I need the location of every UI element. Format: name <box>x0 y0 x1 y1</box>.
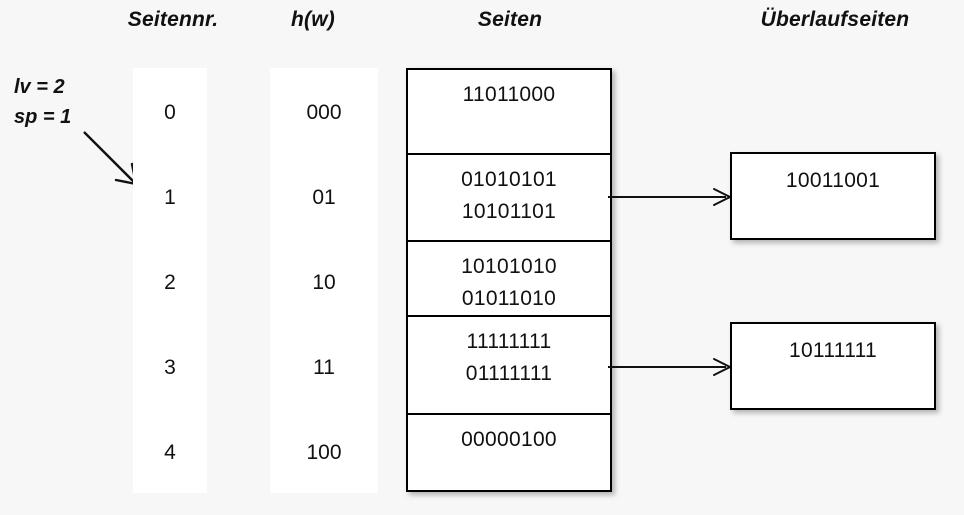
overflow-connector-arrow-icon <box>608 188 731 206</box>
overflow-connector-arrow-icon <box>608 358 731 376</box>
page-entry: 01010101 <box>461 168 557 191</box>
overflow-page-box: 10111111 <box>730 322 936 410</box>
page-number-cell: 2 <box>164 270 176 294</box>
page-bucket-row: 11011000 <box>408 70 610 155</box>
page-entry: 11011000 <box>462 83 556 106</box>
hash-value-cell: 11 <box>313 355 335 379</box>
overflow-entry: 10011001 <box>785 169 881 192</box>
page-entry: 01011010 <box>461 287 557 310</box>
hash-value-cell: 10 <box>312 270 336 294</box>
page-bucket-row: 00000100 <box>408 415 610 490</box>
page-number-cell: 0 <box>164 100 176 124</box>
page-number-column: 0 1 2 3 4 <box>133 68 207 493</box>
hash-value-column: 000 01 10 11 100 <box>270 68 378 493</box>
overflow-entry: 10111111 <box>788 339 878 362</box>
page-number-cell: 3 <box>164 355 176 379</box>
page-entry: 10101101 <box>461 200 557 223</box>
overflow-page-box: 10011001 <box>730 152 936 240</box>
hash-value-cell: 000 <box>306 100 342 124</box>
page-entry: 01111111 <box>465 362 553 385</box>
page-entry: 00000100 <box>461 428 557 451</box>
page-bucket-row: 01010101 10101101 <box>408 155 610 242</box>
hash-parameters: lv = 2 sp = 1 <box>14 72 71 132</box>
page-number-cell: 1 <box>164 185 176 209</box>
page-bucket-row: 10101010 01011010 <box>408 242 610 317</box>
hash-value-cell: 100 <box>306 440 342 464</box>
column-header-overflow-pages: Überlaufseiten <box>760 8 910 31</box>
column-header-pages: Seiten <box>477 8 543 31</box>
parameter-level: lv = 2 <box>14 76 65 98</box>
hash-value-cell: 01 <box>312 185 336 209</box>
parameter-split-pointer: sp = 1 <box>14 106 72 128</box>
column-header-hash-function: h(w) <box>291 8 335 31</box>
pages-table: 11011000 01010101 10101101 10101010 0101… <box>406 68 612 492</box>
page-number-cell: 4 <box>164 440 176 464</box>
column-header-page-number: Seitennr. <box>127 8 219 31</box>
page-entry: 11111111 <box>466 330 552 353</box>
page-bucket-row: 11111111 01111111 <box>408 317 610 415</box>
page-entry: 10101010 <box>461 255 557 278</box>
